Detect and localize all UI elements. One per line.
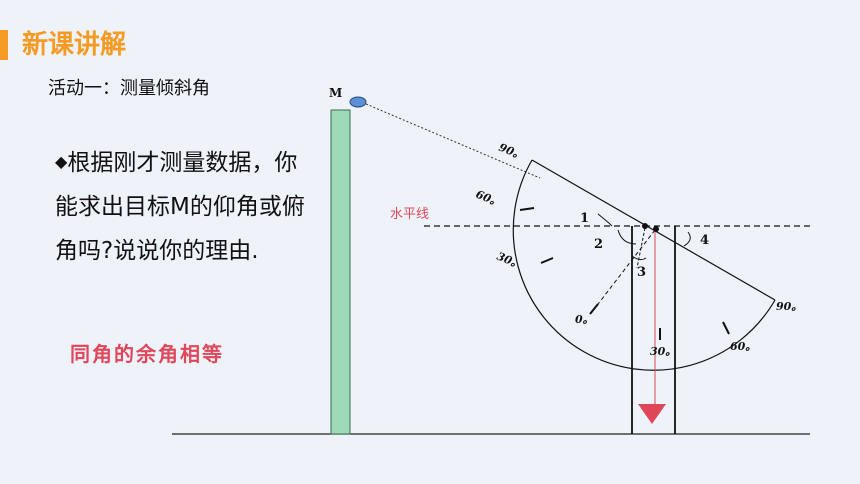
protractor-mark-0: 0。 — [575, 313, 594, 326]
answer-text: 同角的余角相等 — [70, 342, 224, 366]
target-m — [349, 96, 367, 108]
angle-arc-1 — [597, 213, 613, 227]
tick-60-right — [722, 321, 730, 335]
activity-label: 活动一：测量倾斜角 — [48, 78, 210, 99]
observer-point — [642, 223, 648, 229]
protractor-mark-90-right: 90。 — [776, 300, 802, 313]
angle-label-3: 3 — [637, 265, 646, 280]
pivot-point — [653, 226, 659, 232]
protractor-mark-30-right: 30。 — [650, 345, 676, 358]
angle-3-ray — [636, 227, 646, 269]
plumb-bob — [638, 404, 666, 424]
question-text: ◆根据刚才测量数据，你能求出目标M的仰角或俯角吗?说说你的理由. — [55, 140, 315, 273]
tick-0 — [589, 303, 599, 315]
point-label-m: M — [329, 86, 342, 100]
tick-60 — [519, 207, 535, 211]
sight-line — [365, 103, 541, 179]
angle-label-2: 2 — [594, 237, 603, 252]
protractor-mark-90-left: 90。 — [497, 141, 526, 163]
angle-arc-4 — [683, 231, 691, 247]
title-accent-bar — [0, 30, 8, 60]
angle-label-1: 1 — [580, 211, 589, 226]
angle-arc-2 — [617, 229, 637, 245]
protractor-mark-60-left: 60。 — [474, 188, 503, 210]
angle-label-4: 4 — [700, 233, 709, 248]
protractor-mark-60-right: 60。 — [730, 340, 756, 353]
question-body: 根据刚才测量数据，你能求出目标M的仰角或俯角吗?说说你的理由. — [55, 150, 305, 264]
protractor-arc — [512, 159, 776, 371]
page-title: 新课讲解 — [22, 30, 127, 60]
tower — [330, 109, 351, 435]
bullet-icon: ◆ — [55, 152, 68, 171]
horizontal-line-label: 水平线 — [390, 207, 429, 222]
angle-arc-3 — [631, 255, 647, 261]
tick-30 — [540, 257, 554, 264]
protractor-mark-30-left: 30。 — [495, 250, 524, 272]
zero-radius — [594, 229, 656, 309]
